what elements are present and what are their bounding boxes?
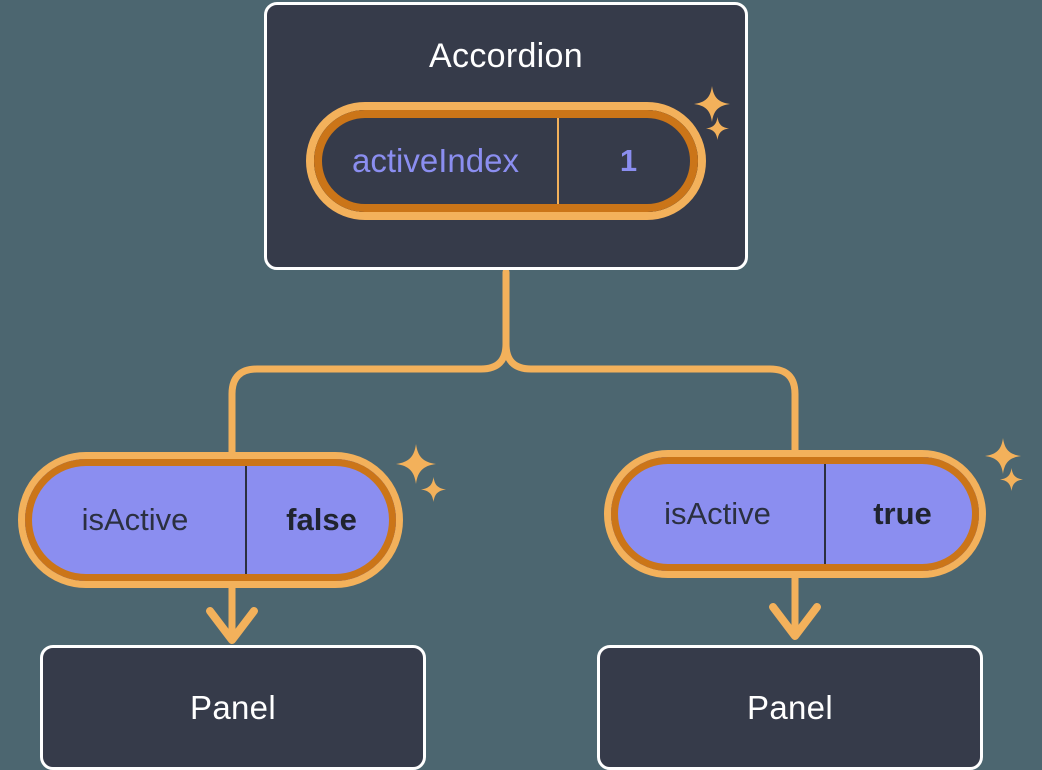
component-node-panel-right[interactable]: Panel <box>597 645 983 770</box>
component-node-panel-left[interactable]: Panel <box>40 645 426 770</box>
state-pill-isactive-true[interactable]: isActive true <box>604 450 986 578</box>
sparkle-icon <box>1000 468 1023 491</box>
state-key-label: isActive <box>611 457 826 571</box>
state-key-label: isActive <box>25 459 247 581</box>
state-pill-body: activeIndex 1 <box>314 110 698 212</box>
arrow-down-icon <box>206 585 258 644</box>
component-title: Panel <box>190 688 276 726</box>
component-title: Panel <box>747 688 833 726</box>
state-pill-isactive-false[interactable]: isActive false <box>18 452 403 588</box>
state-value-label: true <box>873 496 932 531</box>
state-pill-activeindex[interactable]: activeIndex 1 <box>306 102 706 220</box>
arrow-down-icon <box>769 575 821 640</box>
sparkle-icon <box>421 477 446 502</box>
state-pill-body: isActive false <box>25 459 396 581</box>
state-value-label: false <box>286 502 357 537</box>
state-key-label: activeIndex <box>314 110 559 212</box>
sparkle-icon <box>985 438 1021 474</box>
branch-connector <box>502 340 799 456</box>
state-pill-body: isActive true <box>611 457 979 571</box>
state-value-label: 1 <box>619 143 638 178</box>
component-title: Accordion <box>429 37 583 75</box>
branch-connector <box>228 268 510 459</box>
sparkle-icon <box>396 444 436 484</box>
